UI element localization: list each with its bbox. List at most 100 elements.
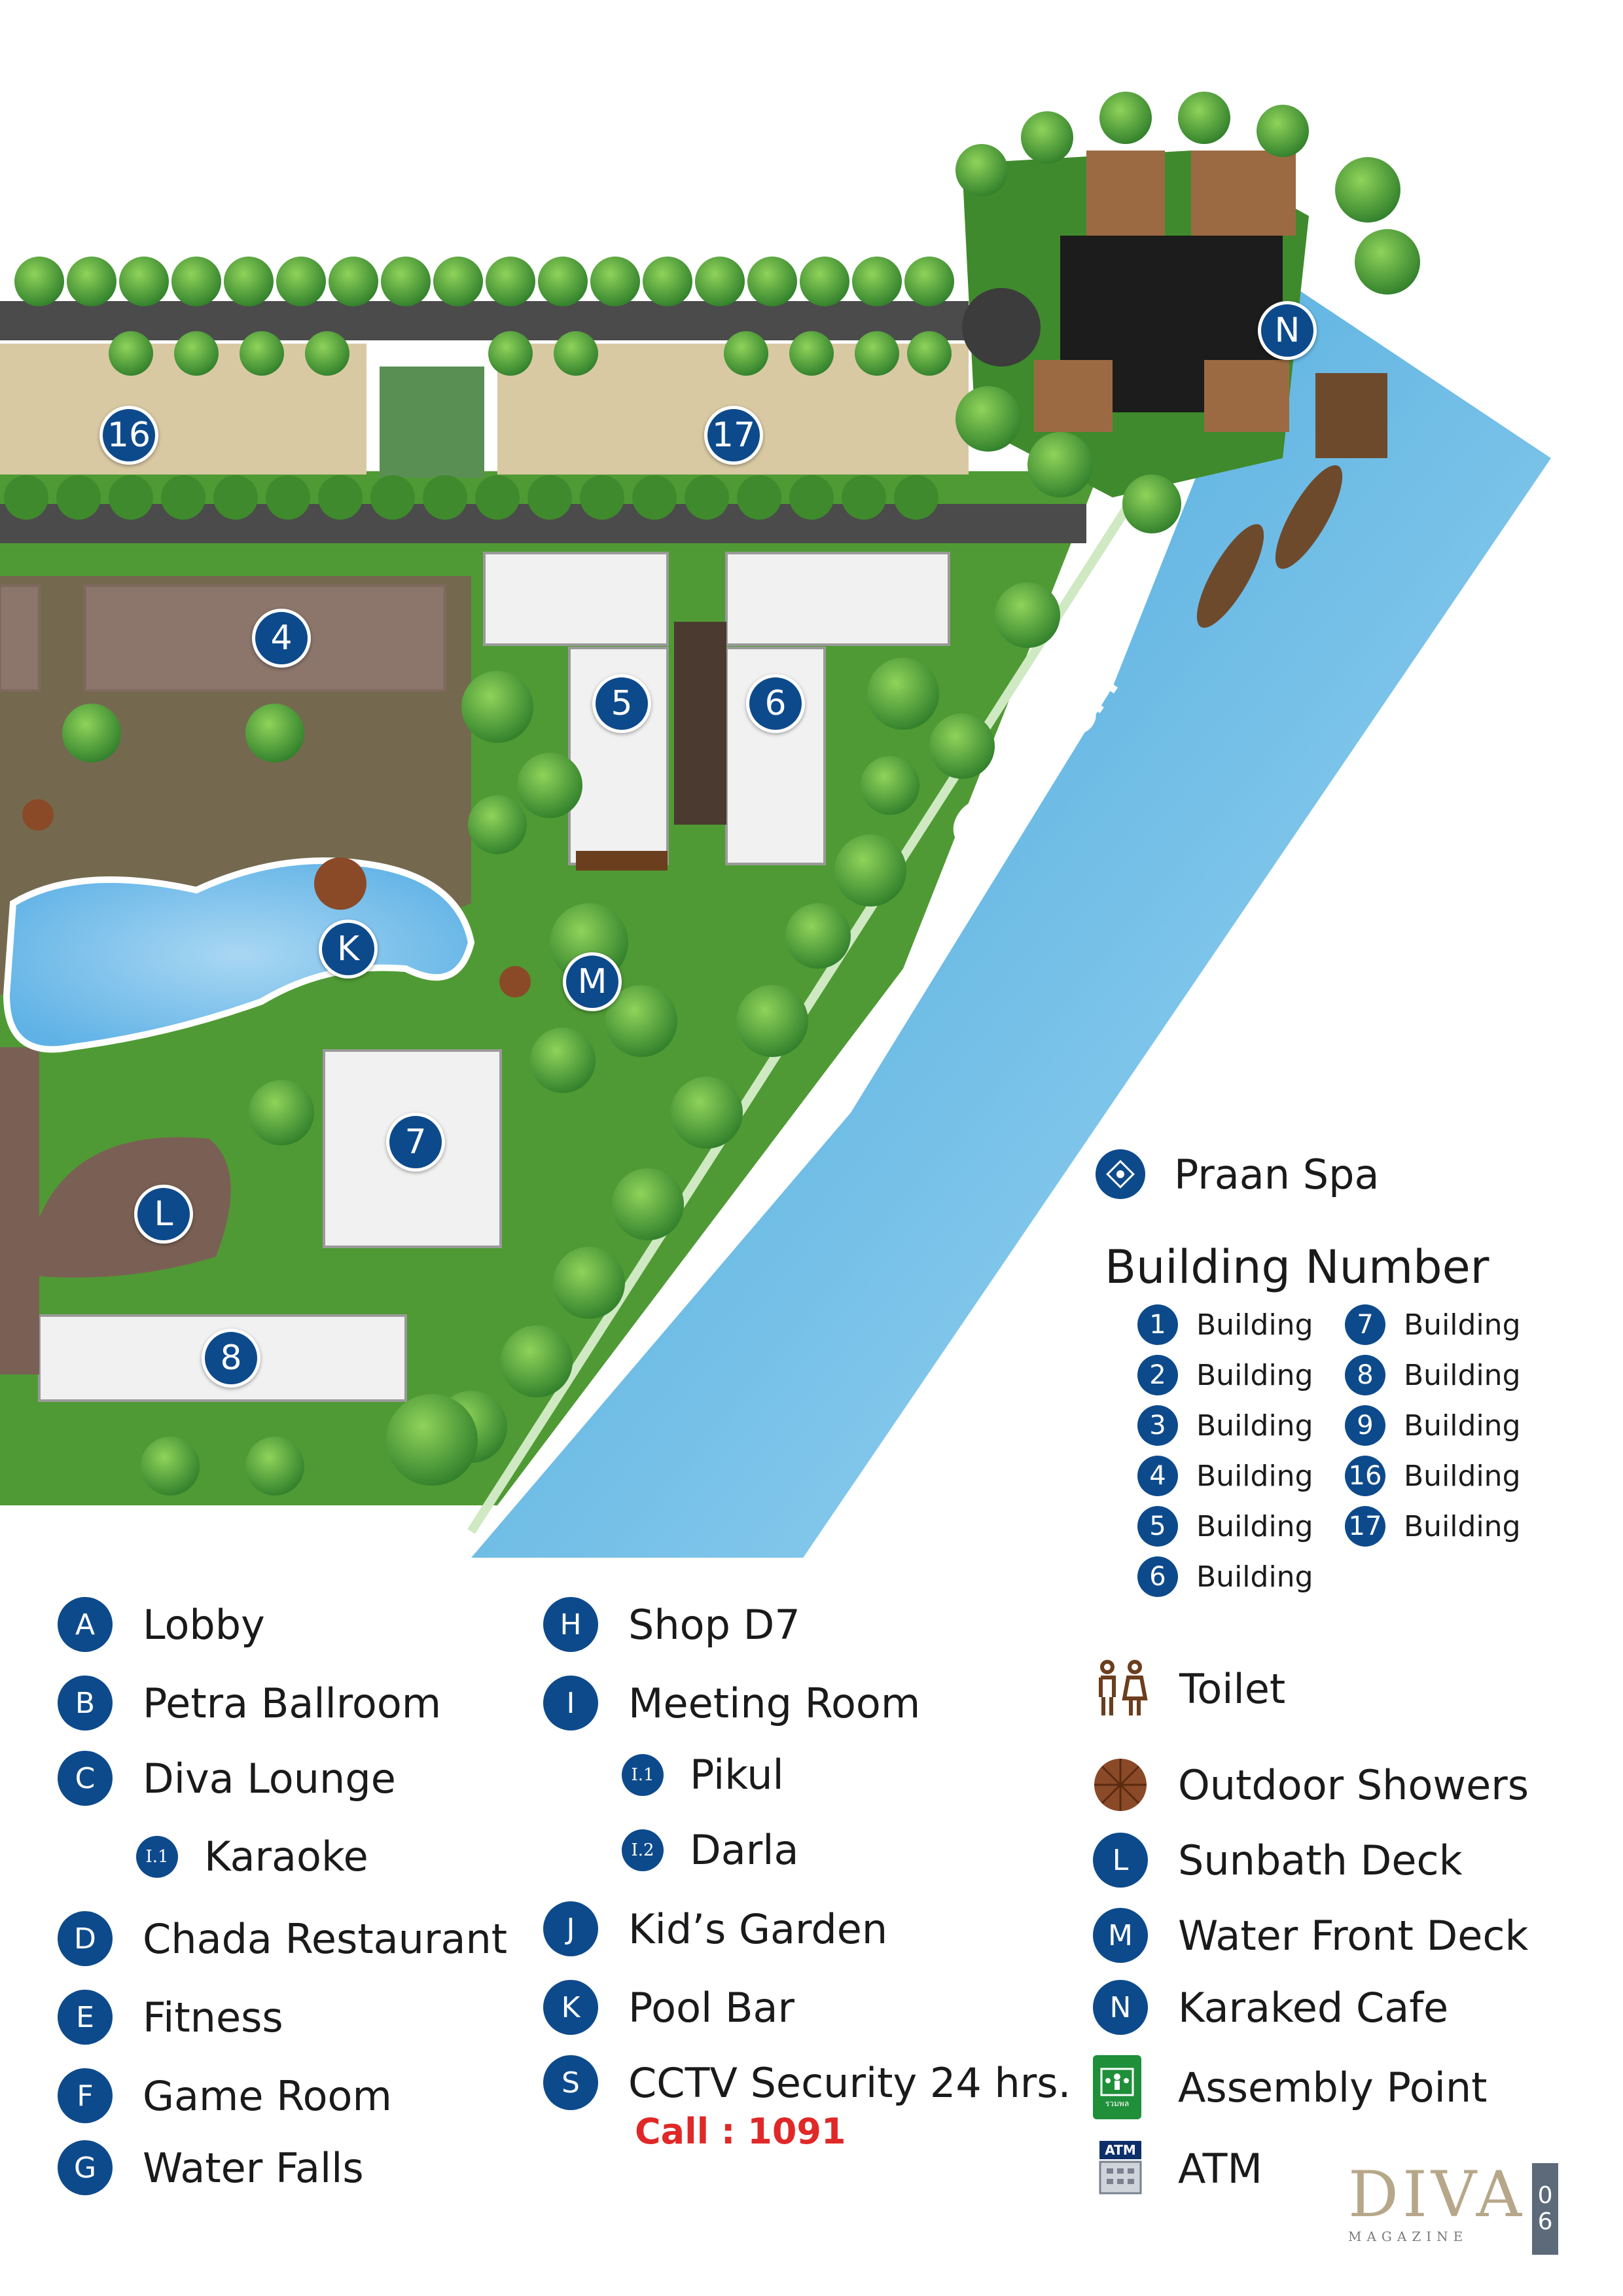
- assembly-point-icon: รวมพล: [1093, 2055, 1141, 2119]
- diva-magazine-logo: DIVA MAGAZINE 0 6: [1348, 2158, 1559, 2255]
- building-number-label: Building: [1196, 1509, 1313, 1543]
- canal: [471, 275, 1551, 1558]
- assembly-point-label: Assembly Point: [1178, 2063, 1488, 2111]
- legend-item-badge: K: [543, 1980, 598, 2035]
- legend-item-badge: D: [58, 1911, 113, 1966]
- legend-item-label: Water Falls: [143, 2144, 364, 2192]
- marker-building-16[interactable]: 16: [99, 406, 158, 465]
- palm-row: [14, 257, 954, 376]
- legend-sunbath-deck: L Sunbath Deck: [1093, 1833, 1462, 1888]
- marker-sunbath-deck[interactable]: L: [134, 1185, 193, 1244]
- legend-item-badge: I: [543, 1676, 598, 1731]
- building-number-badge: 16: [1345, 1456, 1385, 1496]
- legend-item-badge: I.2: [622, 1829, 664, 1871]
- legend-item-label: Lobby: [143, 1600, 265, 1649]
- legend-item: D Chada Restaurant: [58, 1911, 507, 1966]
- marker-karaked-cafe[interactable]: N: [1258, 301, 1317, 360]
- toilet-label: Toilet: [1179, 1664, 1286, 1713]
- legend-item-label: Karaoke: [204, 1833, 368, 1880]
- marker-water-front-deck[interactable]: M: [563, 952, 622, 1011]
- marker-building-8[interactable]: 8: [202, 1329, 260, 1388]
- security-call-number[interactable]: Call : 1091: [635, 2111, 846, 2152]
- diva-issue-top: 0: [1537, 2182, 1553, 2210]
- building-number-badge: 9: [1345, 1405, 1385, 1446]
- legend-item-badge: C: [58, 1751, 113, 1806]
- building-number-item: 9 Building: [1345, 1405, 1521, 1446]
- legend-item-label: Diva Lounge: [143, 1754, 396, 1803]
- building-number-badge: 3: [1137, 1405, 1178, 1446]
- hedge-row: [4, 475, 938, 520]
- building-number-label: Building: [1404, 1509, 1521, 1543]
- sunbath-deck-label: Sunbath Deck: [1178, 1836, 1463, 1884]
- toilet-map-icon: [576, 851, 668, 870]
- legend-item-badge: F: [58, 2068, 113, 2123]
- legend-item-label: Darla: [690, 1826, 799, 1874]
- building-number-badge: 2: [1137, 1355, 1178, 1395]
- outdoor-shower-icon: [1093, 1757, 1148, 1812]
- legend-item: K Pool Bar: [543, 1980, 794, 2035]
- water-front-deck-badge: M: [1093, 1908, 1148, 1963]
- building-number-label: Building: [1404, 1408, 1521, 1443]
- atm-label: ATM: [1178, 2144, 1262, 2193]
- building-number-badge: 5: [1137, 1506, 1178, 1547]
- legend-praan-spa: Praan Spa: [1093, 1147, 1379, 1202]
- legend-item-label: Pool Bar: [628, 1983, 794, 2032]
- legend-item-label: Fitness: [143, 1993, 283, 2041]
- legend-karaked-cafe: N Karaked Cafe: [1093, 1980, 1448, 2035]
- road-top: [0, 301, 969, 340]
- building-number-badge: 1: [1137, 1304, 1178, 1345]
- legend-item-badge: I.1: [136, 1835, 178, 1878]
- legend-item: H Shop D7: [543, 1597, 800, 1652]
- legend-item: I.1 Karaoke: [136, 1833, 368, 1880]
- diva-issue-number: 0 6: [1532, 2163, 1559, 2255]
- toilet-icon: [1094, 1660, 1149, 1716]
- legend-item-badge: I.1: [622, 1753, 664, 1796]
- praan-spa-icon: [1093, 1147, 1148, 1202]
- marker-building-4[interactable]: 4: [252, 609, 311, 668]
- legend-item: G Water Falls: [58, 2140, 364, 2195]
- legend-item-label: Petra Ballroom: [143, 1679, 442, 1727]
- green-path: [380, 367, 484, 478]
- praan-spa-label: Praan Spa: [1174, 1150, 1380, 1198]
- legend-assembly-point: รวมพล Assembly Point: [1093, 2055, 1487, 2119]
- building-number-badge: 17: [1345, 1506, 1385, 1547]
- building-number-item: 16 Building: [1345, 1456, 1521, 1496]
- building-number-badge: 4: [1137, 1456, 1178, 1496]
- legend-item-badge: J: [543, 1901, 598, 1956]
- marker-building-5[interactable]: 5: [592, 674, 651, 733]
- building-number-label: Building: [1196, 1408, 1313, 1443]
- diva-submark: MAGAZINE: [1348, 2229, 1469, 2244]
- atm-icon: ATM: [1093, 2137, 1148, 2200]
- swimming-pool: [3, 857, 475, 1053]
- building-number-label: Building: [1196, 1459, 1313, 1493]
- legend-item-label: Shop D7: [628, 1600, 800, 1649]
- marker-building-7[interactable]: 7: [386, 1113, 445, 1172]
- assembly-point-icon-text: รวมพล: [1105, 2098, 1130, 2108]
- building-number-item: 4 Building: [1137, 1456, 1313, 1496]
- legend-item-label: Meeting Room: [628, 1679, 921, 1727]
- marker-pool-bar[interactable]: K: [319, 920, 378, 978]
- water-front-deck-label: Water Front Deck: [1178, 1911, 1529, 1960]
- legend-atm: ATM ATM: [1093, 2137, 1262, 2200]
- diva-wordmark: DIVA: [1348, 2158, 1526, 2231]
- diva-issue-bottom: 6: [1537, 2208, 1553, 2235]
- legend-item-badge: H: [543, 1597, 598, 1652]
- legend-item: C Diva Lounge: [58, 1751, 396, 1806]
- outdoor-showers-map: [22, 799, 531, 997]
- karaked-cafe-label: Karaked Cafe: [1178, 1983, 1449, 2032]
- legend-item-badge: G: [58, 2140, 113, 2195]
- building-number-label: Building: [1404, 1459, 1521, 1493]
- atm-icon-text: ATM: [1099, 2141, 1141, 2159]
- legend-item-label: Pikul: [690, 1751, 784, 1799]
- karaked-cafe-compound: [962, 151, 1387, 628]
- building-number-item: 5 Building: [1137, 1506, 1313, 1547]
- legend-item-label: Chada Restaurant: [143, 1914, 508, 1963]
- marker-building-17[interactable]: 17: [704, 406, 763, 465]
- marker-building-6[interactable]: 6: [746, 674, 805, 733]
- legend-item-label: CCTV Security 24 hrs.: [628, 2058, 1071, 2107]
